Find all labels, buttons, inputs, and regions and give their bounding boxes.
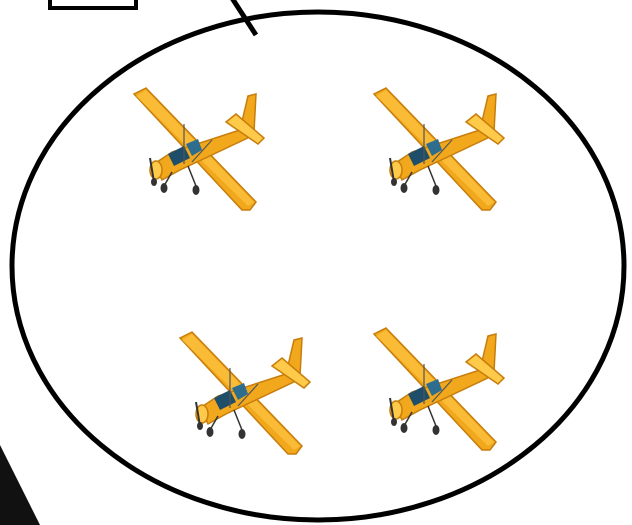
airplane-icon xyxy=(374,88,504,210)
group-label-box xyxy=(50,0,136,8)
airplane-icon xyxy=(374,328,504,450)
group-ellipse xyxy=(12,12,624,520)
airplane-icon xyxy=(180,332,310,454)
corner-arrow-shape xyxy=(0,445,40,525)
airplane-icon xyxy=(134,88,264,210)
